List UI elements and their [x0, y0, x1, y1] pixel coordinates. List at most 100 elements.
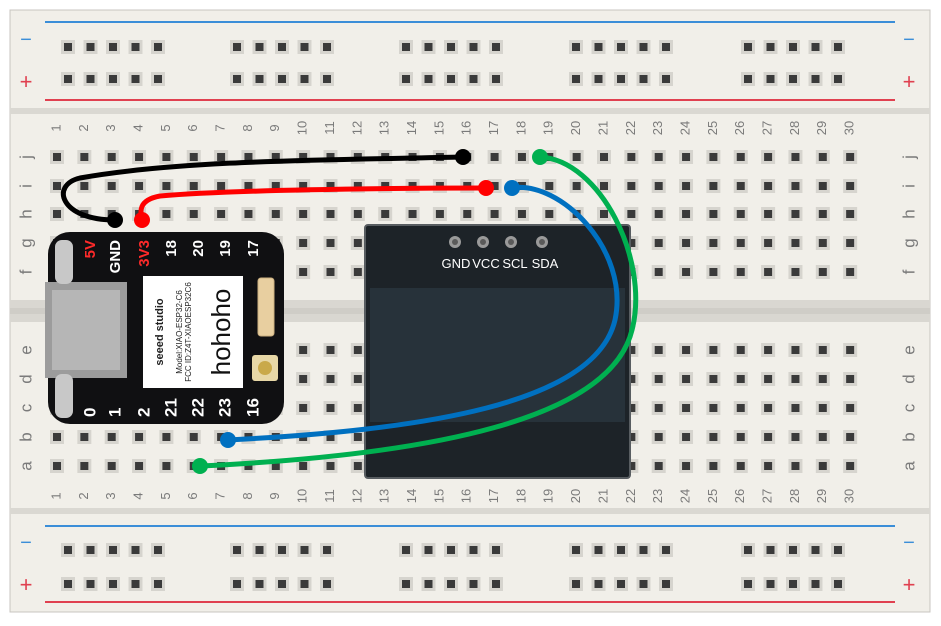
terminal-hole: [764, 239, 773, 247]
rail-hole: [109, 580, 117, 588]
terminal-hole: [135, 462, 144, 470]
column-labels: 1122334455667788991010111112121313141415…: [48, 121, 856, 503]
terminal-hole: [709, 346, 718, 354]
rail-hole: [469, 580, 478, 588]
fcc-rotated: FCC ID:Z4T-XIAOESP32C6: [184, 282, 193, 382]
xiao-pin-label-22: 22: [188, 398, 207, 417]
column-label-5: 5: [158, 124, 173, 131]
terminal-hole: [846, 182, 855, 190]
terminal-hole: [353, 462, 362, 470]
terminal-hole: [353, 239, 362, 247]
model-rotated: Model:XIAO-ESP32-C6: [175, 290, 184, 374]
rail-hole: [447, 580, 455, 588]
wire-black-gnd: [61, 154, 466, 223]
terminal-hole: [764, 346, 773, 354]
column-label-14: 14: [404, 121, 419, 135]
terminal-hole: [764, 462, 773, 470]
terminal-hole: [299, 375, 308, 383]
rf-shield-label: [143, 276, 243, 388]
column-label-18: 18: [513, 121, 528, 135]
rail-plus-right-bottom: +: [903, 572, 916, 597]
terminal-hole: [682, 346, 691, 354]
terminal-hole: [600, 210, 608, 218]
rail-minus-right-bottom: −: [903, 532, 915, 554]
rail-hole: [662, 546, 670, 554]
rail-hole: [278, 580, 286, 588]
terminal-hole: [217, 153, 226, 161]
terminal-hole: [764, 153, 773, 161]
terminal-hole: [682, 182, 691, 190]
terminal-hole: [326, 462, 335, 470]
row-label-j: j: [16, 155, 35, 160]
rail-hole: [469, 75, 478, 83]
terminal-hole: [545, 210, 554, 218]
terminal-hole: [490, 182, 499, 190]
rail-hole: [662, 580, 670, 588]
terminal-hole: [326, 433, 335, 441]
oled-pin-hole-scl: [508, 239, 514, 245]
oled-pin-label-sda: SDA: [532, 256, 559, 271]
wire-green-end-b: [192, 458, 208, 474]
rail-hole: [572, 546, 580, 554]
terminal-hole: [107, 462, 116, 470]
column-label-3: 3: [103, 492, 118, 499]
terminal-hole: [517, 153, 526, 161]
terminal-hole: [654, 239, 663, 247]
terminal-hole: [517, 210, 526, 218]
rail-hole: [766, 43, 775, 51]
rail-hole: [255, 75, 264, 83]
terminal-hole: [846, 375, 855, 383]
rail-hole: [255, 43, 264, 51]
terminal-hole: [846, 153, 855, 161]
terminal-hole: [326, 239, 335, 247]
rail-hole: [109, 43, 117, 51]
terminal-hole: [818, 375, 827, 383]
terminal-hole: [271, 462, 280, 470]
rail-hole: [323, 580, 331, 588]
terminal-hole: [463, 210, 472, 218]
terminal-hole: [299, 404, 308, 412]
column-label-30: 30: [842, 121, 857, 135]
rail-hole: [744, 580, 752, 588]
wire-green-sda: [197, 154, 639, 469]
terminal-hole: [818, 210, 827, 218]
bottom-rail-separator: [10, 508, 930, 514]
column-label-11: 11: [322, 489, 337, 503]
rail-hole: [424, 546, 433, 554]
rail-hole: [834, 43, 842, 51]
rail-hole: [447, 43, 455, 51]
xiao-esp32c6-board: seeed studio Model:XIAO-ESP32-C6 FCC ID:…: [45, 232, 284, 424]
column-label-18: 18: [513, 489, 528, 503]
column-label-23: 23: [650, 121, 665, 135]
terminal-hole: [80, 462, 89, 470]
terminal-hole: [627, 153, 636, 161]
terminal-hole: [162, 433, 171, 441]
terminal-hole: [627, 239, 636, 247]
terminal-hole: [818, 182, 827, 190]
terminal-hole: [600, 153, 608, 161]
terminal-hole: [299, 210, 308, 218]
xiao-pin-label-0: 0: [80, 408, 99, 417]
terminal-hole: [244, 210, 253, 218]
u-fl-connector-center: [258, 361, 272, 375]
rail-hole: [617, 75, 625, 83]
column-label-30: 30: [842, 489, 857, 503]
rail-hole: [766, 580, 775, 588]
terminal-hole: [490, 210, 499, 218]
rail-hole: [131, 43, 140, 51]
terminal-hole: [107, 182, 116, 190]
rail-hole: [766, 546, 775, 554]
terminal-hole: [162, 153, 171, 161]
terminal-hole: [764, 210, 773, 218]
xiao-pin-label-21: 21: [161, 398, 180, 417]
row-label-j: j: [899, 155, 918, 160]
terminal-hole: [736, 346, 745, 354]
column-label-25: 25: [705, 489, 720, 503]
column-label-19: 19: [541, 489, 556, 503]
column-label-8: 8: [240, 124, 255, 131]
terminal-hole: [271, 182, 280, 190]
row-label-i: i: [16, 184, 35, 188]
